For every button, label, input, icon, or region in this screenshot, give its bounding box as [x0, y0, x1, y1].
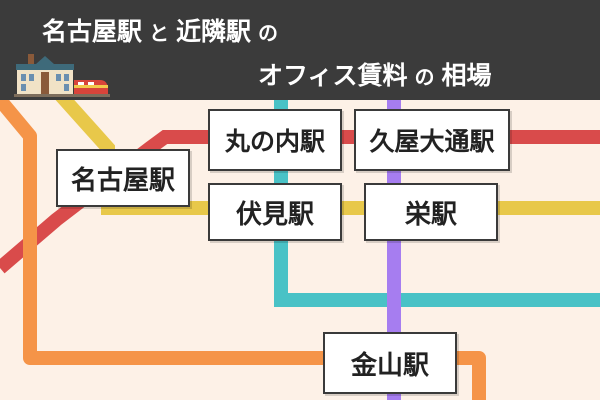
orange-line [0, 95, 486, 400]
title-line-2: オフィス賃料の相場 [258, 56, 492, 92]
title-particle-to: と [149, 21, 170, 45]
title-market: 相場 [441, 61, 492, 90]
station-sakae[interactable]: 栄駅 [364, 183, 498, 241]
train-icon [74, 80, 108, 94]
station-building-icon [14, 54, 110, 97]
title-office-rent: オフィス賃料 [258, 61, 408, 90]
title-nagoya: 名古屋駅 [42, 17, 143, 46]
station-hisaya-odori[interactable]: 久屋大通駅 [354, 109, 510, 171]
station-marunouchi[interactable]: 丸の内駅 [208, 109, 342, 171]
title-line-1: 名古屋駅と近隣駅の [42, 12, 285, 48]
title-nearby: 近隣駅 [176, 17, 252, 46]
title-particle-no-2: の [414, 65, 435, 89]
station-kanayama[interactable]: 金山駅 [323, 332, 457, 394]
station-nagoya[interactable]: 名古屋駅 [56, 149, 190, 207]
title-particle-no: の [258, 21, 279, 45]
station-fushimi[interactable]: 伏見駅 [208, 183, 342, 241]
